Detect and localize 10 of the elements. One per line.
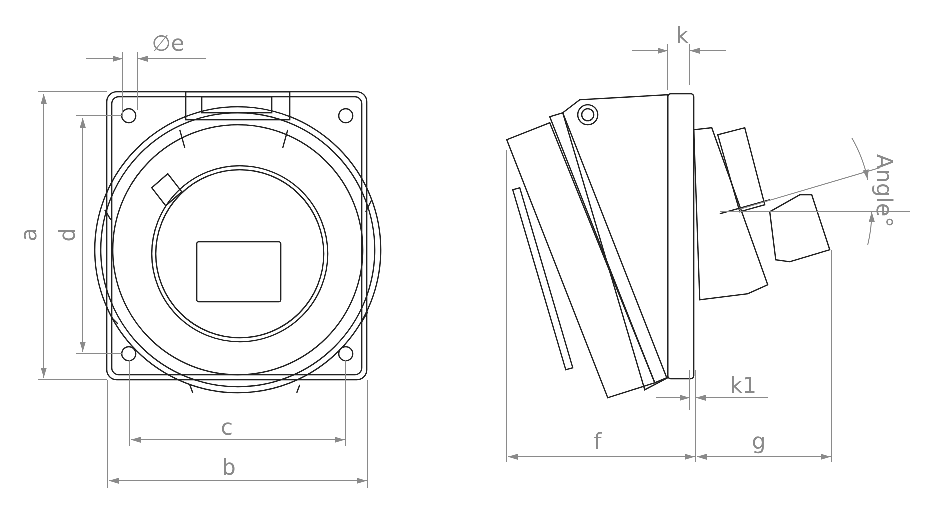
dimension-label: Angle°	[872, 154, 894, 228]
dimension-label: ∅e	[152, 34, 185, 56]
dimension-label: a	[20, 228, 42, 242]
dimension-label: c	[221, 418, 234, 440]
dimension-label: k	[676, 26, 689, 48]
dimension-label: k1	[730, 376, 757, 398]
dimension-label: f	[594, 432, 602, 454]
dimension-label: b	[222, 458, 236, 480]
dimension-label: g	[752, 432, 766, 454]
dimension-label: d	[58, 228, 80, 242]
